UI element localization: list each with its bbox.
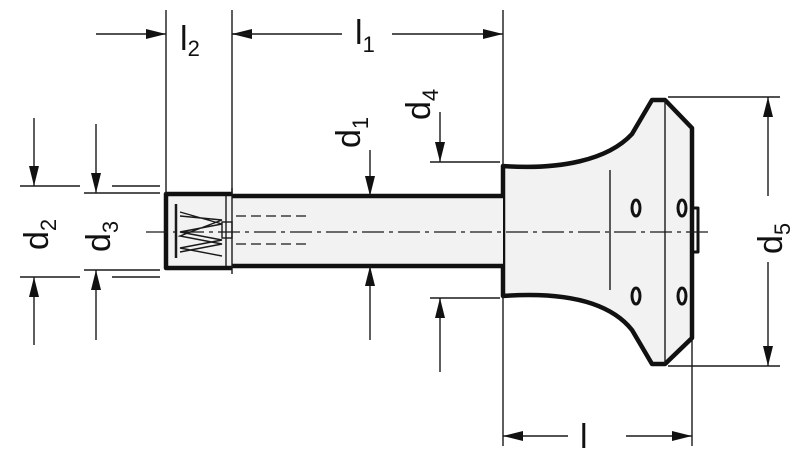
pin-shaft bbox=[232, 193, 503, 269]
label-d2: d2 bbox=[18, 219, 61, 250]
label-l: l bbox=[580, 418, 588, 456]
dimension-d3: d3 bbox=[80, 124, 123, 340]
dimension-d4: d4 bbox=[400, 89, 445, 372]
dimension-l1: l1 bbox=[232, 14, 503, 57]
label-d5: d5 bbox=[752, 223, 795, 254]
dimension-d5: d5 bbox=[752, 97, 795, 366]
label-d3: d3 bbox=[80, 221, 123, 252]
label-d1: d1 bbox=[330, 117, 373, 148]
spring bbox=[177, 211, 223, 257]
dimension-l: l bbox=[503, 418, 692, 456]
plunger-tip bbox=[163, 188, 233, 274]
extension-lines bbox=[20, 10, 780, 446]
label-l1: l1 bbox=[355, 14, 375, 57]
label-l2: l2 bbox=[180, 20, 200, 61]
dimension-d1: d1 bbox=[330, 117, 375, 340]
label-d4: d4 bbox=[400, 89, 443, 120]
dimension-d2: d2 bbox=[18, 118, 61, 345]
dimension-l2: l2 bbox=[96, 20, 252, 61]
